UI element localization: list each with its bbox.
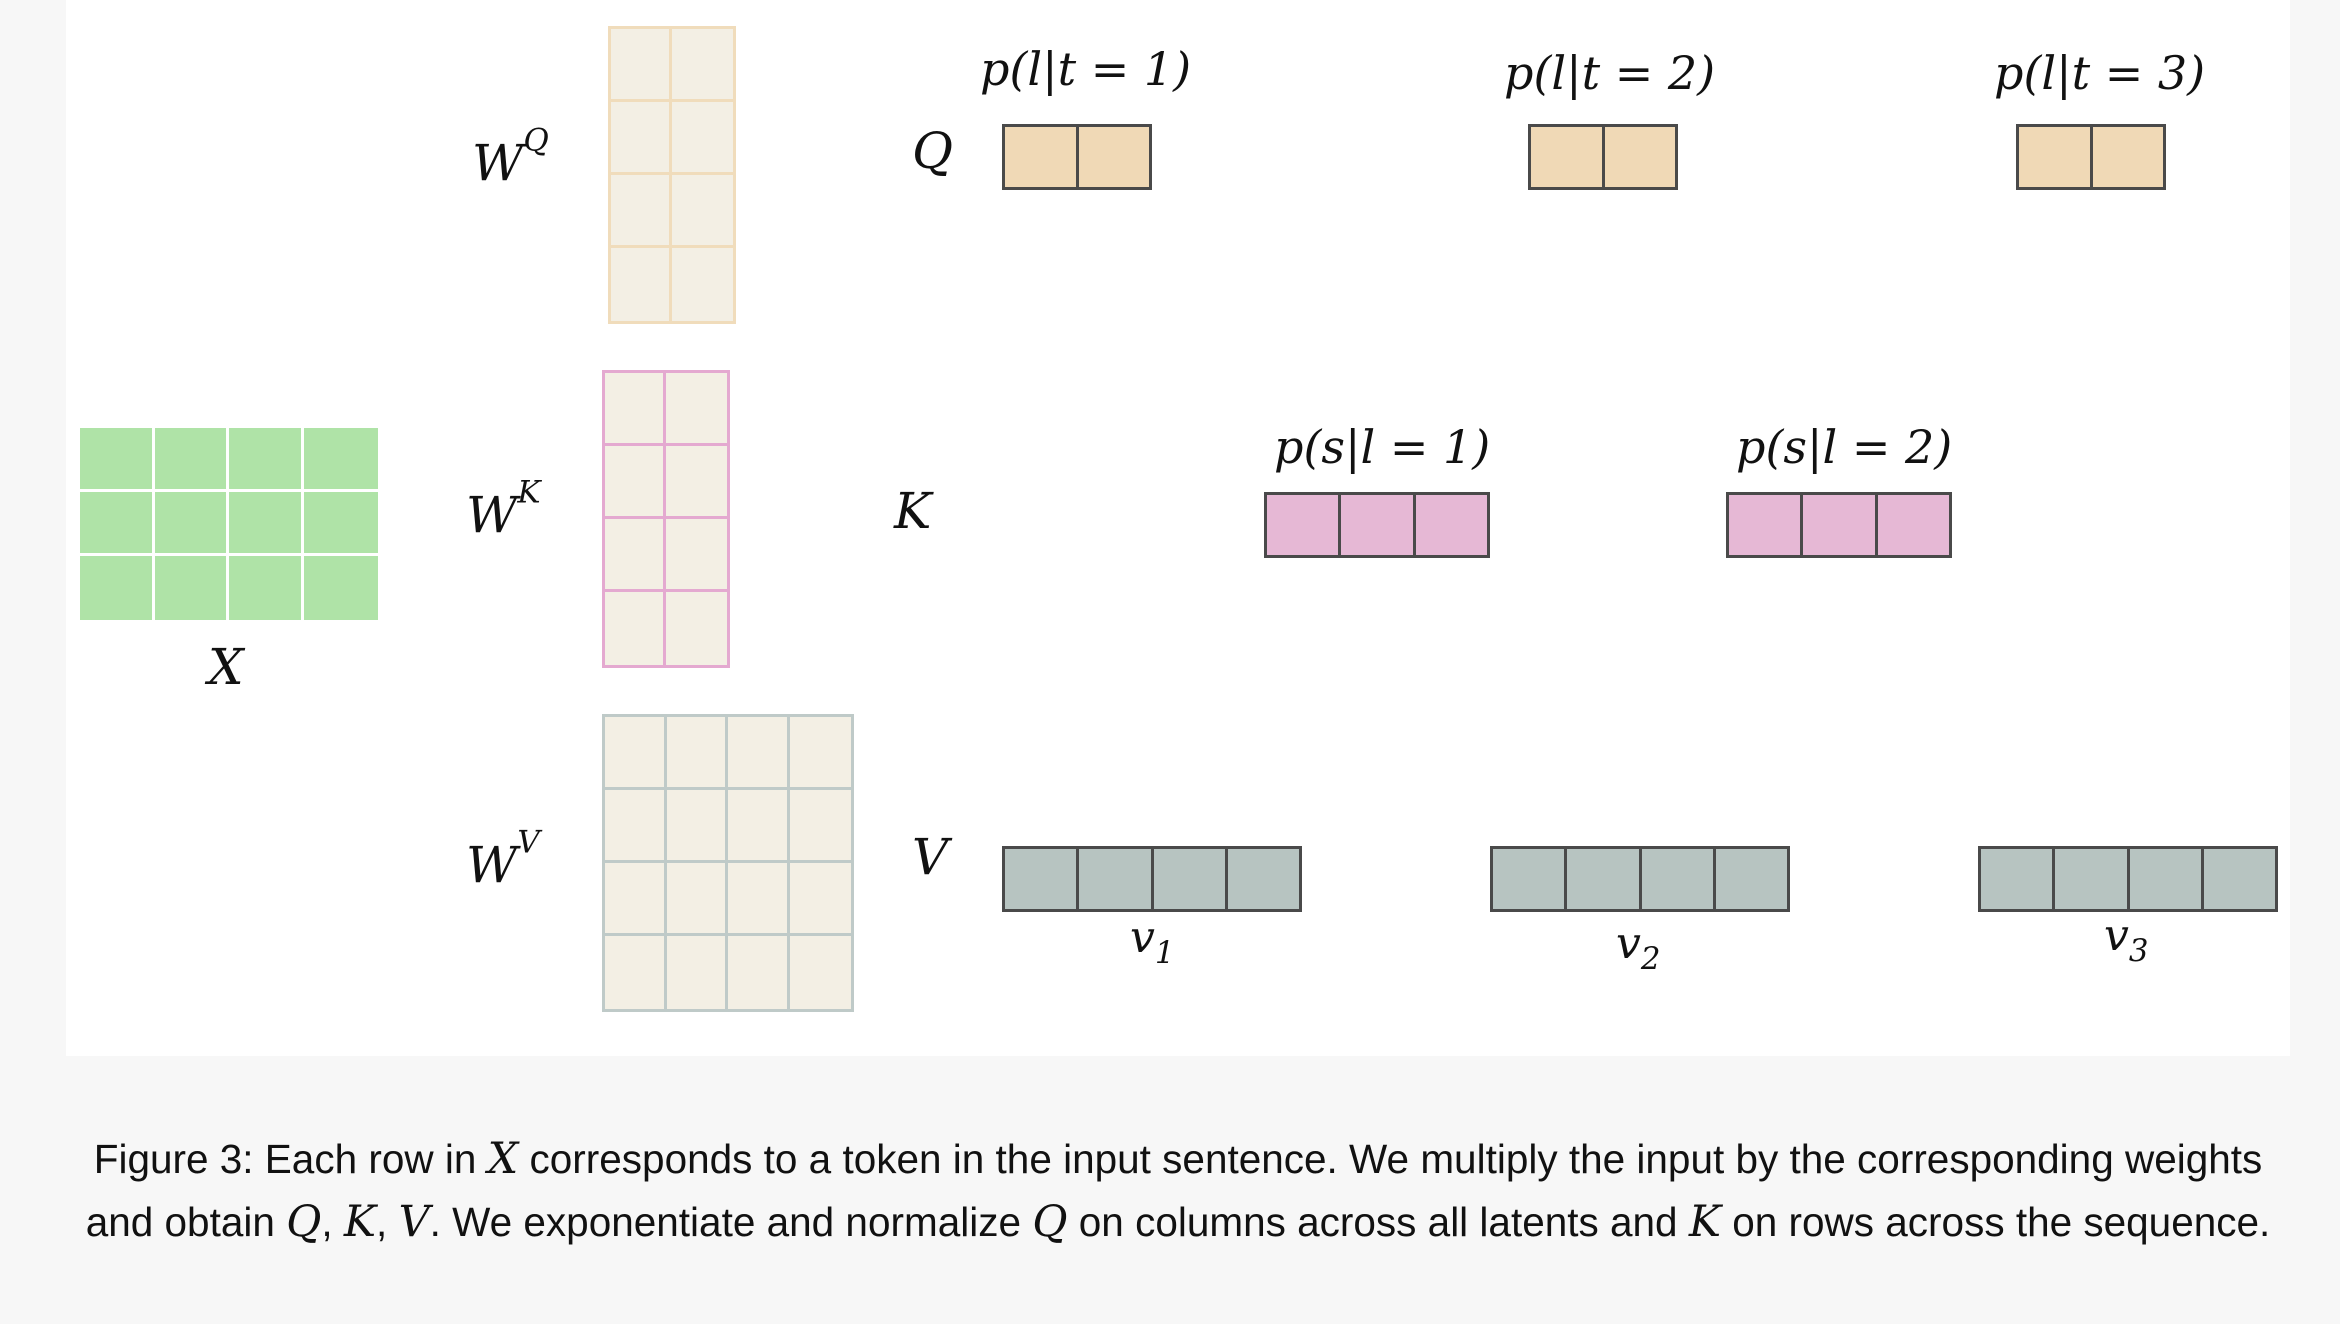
- v-vector: [1978, 846, 2278, 912]
- v-vector-label: v1: [1130, 912, 1175, 971]
- k-label: K: [894, 482, 932, 540]
- wq-label: WQ: [472, 122, 549, 192]
- q-vector-label: p(l|t = 2): [1504, 46, 1716, 100]
- v-vector-label: v3: [2104, 910, 2149, 969]
- wv-label: WV: [466, 824, 540, 894]
- k-vector: [1726, 492, 1952, 558]
- v-label: V: [912, 828, 949, 886]
- q-vector: [1002, 124, 1152, 190]
- x-label: X: [208, 638, 244, 696]
- k-vector-label: p(s|l = 1): [1274, 420, 1491, 474]
- figure-caption: Figure 3: Each row in X corresponds to a…: [85, 1134, 2271, 1247]
- wv-matrix: [602, 714, 854, 1012]
- k-vector: [1264, 492, 1490, 558]
- x-matrix: [80, 428, 378, 620]
- v-vector: [1002, 846, 1302, 912]
- k-vector-label: p(s|l = 2): [1736, 420, 1953, 474]
- q-vector: [1528, 124, 1678, 190]
- v-vector: [1490, 846, 1790, 912]
- q-vector-label: p(l|t = 3): [1994, 46, 2206, 100]
- q-vector-label: p(l|t = 1): [980, 42, 1192, 96]
- wk-label: WK: [466, 474, 541, 544]
- q-label: Q: [912, 122, 953, 180]
- wk-matrix: [602, 370, 730, 668]
- q-vector: [2016, 124, 2166, 190]
- v-vector-label: v2: [1616, 918, 1661, 977]
- wq-matrix: [608, 26, 736, 324]
